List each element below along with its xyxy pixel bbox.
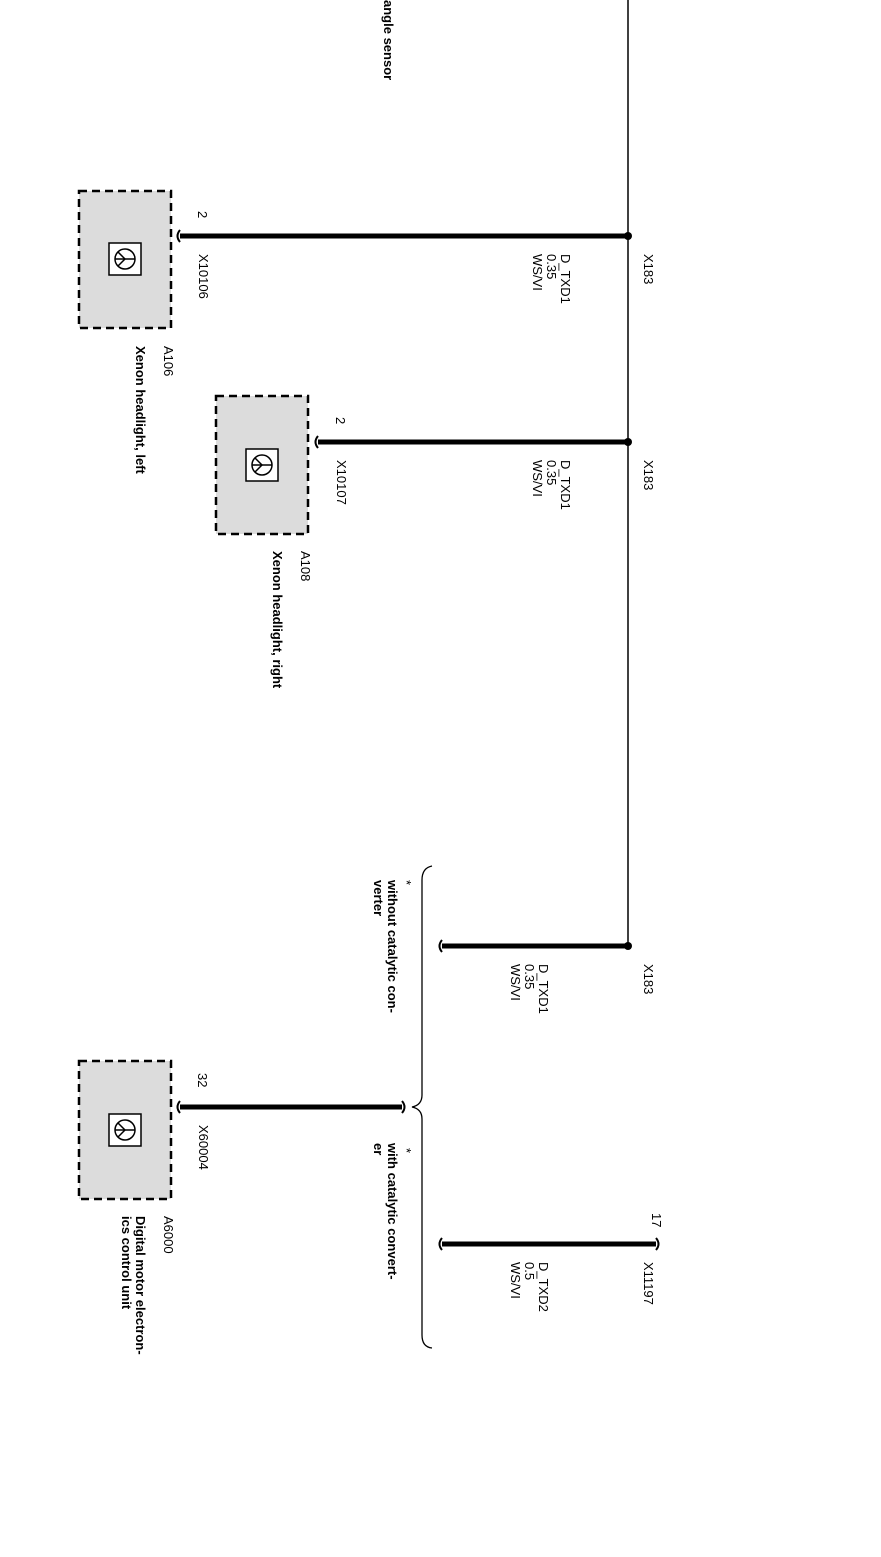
component-a108: 2 X10107 A108 Xenon headlight, right: [270, 417, 349, 689]
variant-with-catalytic: * with catalytic convert- er: [371, 1142, 414, 1280]
wire-label-0: D_TXD1 0.35 WS/VI: [530, 254, 573, 304]
variant-label-line2: verter: [371, 880, 386, 916]
wire-gauge: 0.5: [522, 1262, 537, 1280]
pin-number: 32: [195, 1073, 210, 1087]
wire-gauge: 0.35: [544, 254, 559, 279]
wire-label-2: D_TXD1 0.35 WS/VI: [508, 964, 551, 1014]
bus-connector-low: X183: [641, 964, 656, 994]
terminal-with: [438, 1237, 443, 1251]
control-unit-icon: [108, 1113, 142, 1147]
component-id: A6000: [161, 1216, 176, 1254]
wire-signal: D_TXD1: [558, 254, 573, 304]
variant-without-catalytic: * without catalytic con- verter: [371, 879, 414, 1013]
pin-number: 17: [649, 1213, 664, 1227]
wire-label-3: D_TXD2 0.5 WS/VI: [508, 1262, 551, 1312]
variant-label-line1: with catalytic convert-: [385, 1142, 400, 1280]
terminal-x11197: [655, 1237, 660, 1251]
connector-id: X11197: [641, 1262, 656, 1305]
variant-brace: [411, 865, 433, 1349]
component-id: A108: [298, 551, 313, 581]
wire-gauge: 0.35: [544, 460, 559, 485]
pin-number: 2: [195, 211, 210, 218]
component-id: A106: [161, 346, 176, 376]
variant-label-line2: er: [371, 1143, 386, 1155]
wire-label-1: D_TXD1 0.35 WS/VI: [530, 460, 573, 510]
terminal-x60004: [176, 1100, 181, 1114]
bus-connector-mid: X183: [641, 460, 656, 490]
component-name: Xenon headlight, right: [270, 551, 285, 689]
wire-signal: D_TXD1: [558, 460, 573, 510]
terminal-x10106: [176, 229, 181, 243]
control-unit-icon: [245, 448, 279, 482]
component-name: Xenon headlight, left: [133, 346, 148, 475]
component-name-line2: ics control unit: [119, 1216, 134, 1310]
wire-color: WS/VI: [530, 460, 545, 497]
bus-connector-top: X183: [641, 254, 656, 284]
wire-color: WS/VI: [530, 254, 545, 291]
wire-color: WS/VI: [508, 1262, 523, 1299]
variant-label-line1: without catalytic con-: [385, 879, 400, 1013]
variant-marker: *: [399, 880, 414, 885]
wire-signal: D_TXD2: [536, 1262, 551, 1312]
angle-sensor-label: angle sensor: [381, 0, 396, 80]
connector-id: X60004: [196, 1125, 211, 1170]
component-a106: 2 X10106 A106 Xenon headlight, left: [133, 211, 211, 475]
wire-signal: D_TXD1: [536, 964, 551, 1014]
control-unit-icon: [108, 242, 142, 276]
variant-marker: *: [399, 1148, 414, 1153]
connector-id: X10106: [196, 254, 211, 299]
wire-color: WS/VI: [508, 964, 523, 1001]
pin-number: 2: [333, 417, 348, 424]
engine-connector: 17 X11197: [641, 1213, 664, 1305]
terminal-without: [438, 939, 443, 953]
component-name-line1: Digital motor electron-: [133, 1216, 148, 1355]
terminal-x10107: [314, 435, 319, 449]
terminal-dme-brace: [401, 1100, 406, 1114]
wire-gauge: 0.35: [522, 964, 537, 989]
connector-id: X10107: [334, 460, 349, 505]
component-a6000: 32 X60004 A6000 Digital motor electron- …: [119, 1073, 211, 1355]
